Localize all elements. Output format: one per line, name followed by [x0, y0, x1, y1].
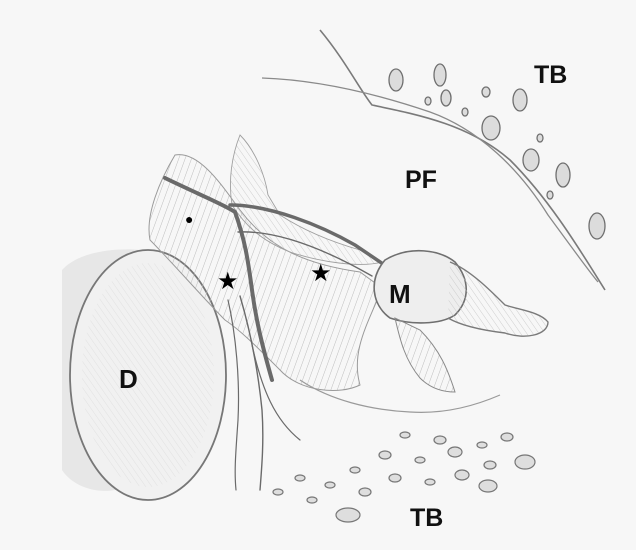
- label-pf: PF: [405, 168, 437, 193]
- label-tb-top: TB: [534, 63, 567, 88]
- star-marker-left: ★: [217, 270, 239, 294]
- label-tb-bottom: TB: [410, 506, 443, 531]
- star-marker-right: ★: [310, 262, 332, 286]
- dot-marker: ●: [185, 212, 193, 226]
- label-m: M: [389, 281, 411, 307]
- label-d: D: [119, 366, 138, 392]
